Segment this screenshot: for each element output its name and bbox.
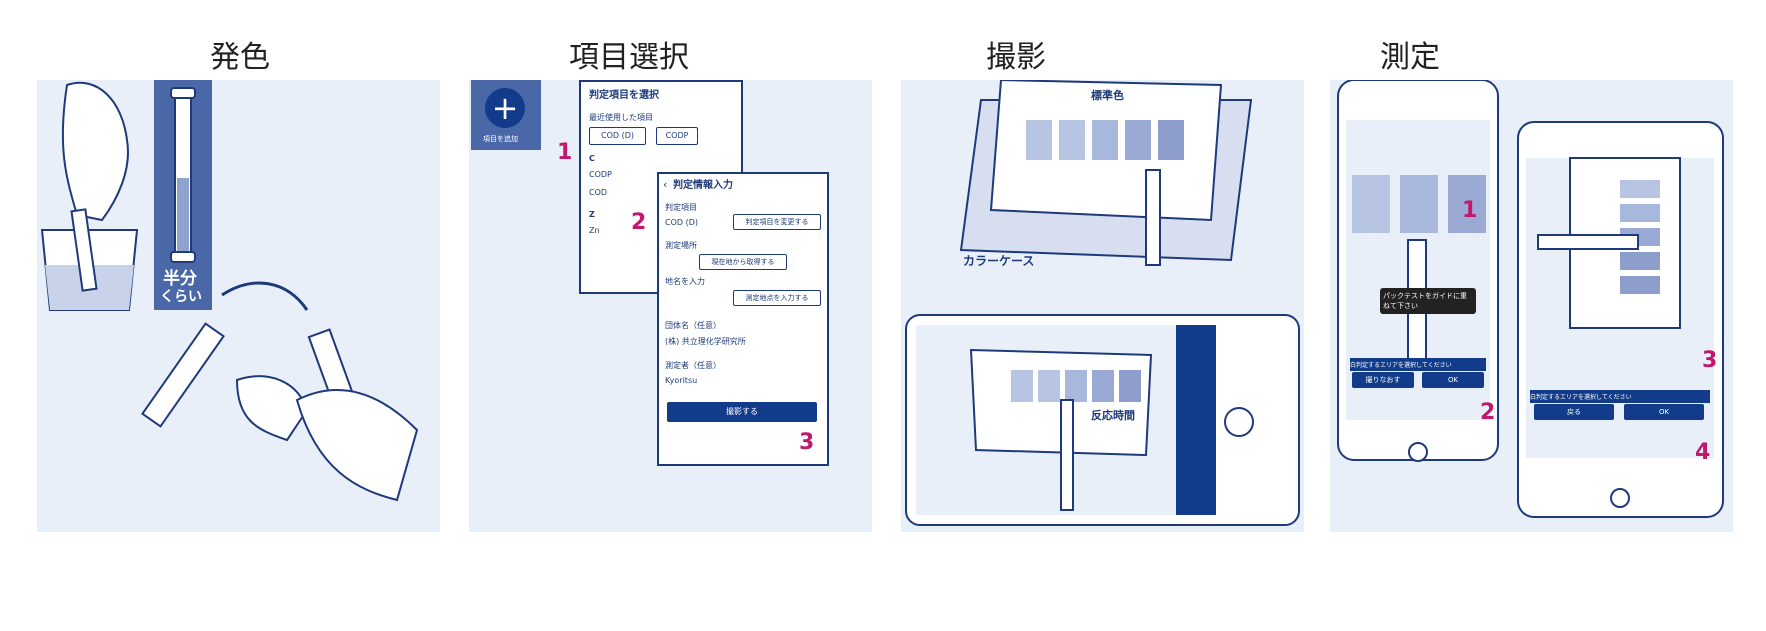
item-cod-d[interactable]: COD (D) — [589, 127, 646, 145]
item-codp[interactable]: CODP — [656, 127, 698, 145]
change-item-button[interactable]: 判定項目を変更する — [733, 214, 821, 230]
info-screen: 判定情報入力 ‹ 判定項目 COD (D) 判定項目を変更する 測定場所 現在地… — [657, 172, 829, 466]
shoot-button[interactable]: 撮影する — [667, 402, 817, 422]
info-person-value: Kyoritsu — [665, 376, 698, 385]
color-case-label: カラーケース — [963, 254, 1035, 268]
get-location-button[interactable]: 現在地から取得する — [699, 254, 787, 270]
panel-measure: パックテストをガイドに重ねて下さい 白判定するエリアを選択してください 撮りなお… — [1330, 80, 1733, 532]
retake-button[interactable]: 撮りなおす — [1352, 372, 1414, 388]
panel-select: + 項目を追加 判定項目を選択 最近使用した項目 COD (D) CODP C … — [469, 80, 872, 532]
item-c-cod[interactable]: COD — [589, 188, 608, 197]
measure-marker-4: 4 — [1695, 440, 1711, 465]
area-prompt-2: 白判定するエリアを選択してください — [1530, 390, 1710, 403]
recent-label: 最近使用した項目 — [589, 113, 653, 122]
shoot-illustration — [905, 80, 1300, 526]
info-item-label: 判定項目 — [665, 203, 697, 212]
panel-color: 半分 くらい — [37, 80, 440, 532]
info-group-label: 団体名（任意） — [665, 321, 721, 330]
group-c: C — [589, 154, 595, 163]
group-z: Z — [589, 210, 595, 219]
step-title-select: 項目選択 — [569, 40, 689, 75]
guide-toast: パックテストをガイドに重ねて下さい — [1380, 288, 1476, 314]
step-title-measure: 測定 — [1380, 40, 1440, 75]
color-illustration — [40, 80, 419, 502]
item-c-codp[interactable]: CODP — [589, 170, 612, 179]
reaction-time-label: 反応時間 — [1091, 409, 1135, 422]
add-tile[interactable]: + 項目を追加 — [471, 80, 541, 150]
back-button[interactable]: 戻る — [1534, 404, 1614, 420]
add-icon[interactable]: + — [485, 88, 525, 128]
info-group-value: (株) 共立理化学研究所 — [665, 337, 746, 346]
step-marker-2: 2 — [631, 210, 647, 235]
info-item-value: COD (D) — [665, 218, 698, 227]
half-label: 半分 — [163, 269, 197, 289]
std-color-label: 標準色 — [1091, 89, 1124, 102]
panel-shoot: 標準色 カラーケース 反応時間 — [901, 80, 1304, 532]
step-title-shoot: 撮影 — [986, 40, 1046, 75]
kurai-label: くらい — [160, 289, 202, 305]
info-place-label: 測定場所 — [665, 241, 697, 250]
add-caption: 項目を追加 — [483, 135, 518, 143]
step-title-color: 発色 — [210, 40, 270, 75]
info-manual: 地名を入力 — [665, 277, 705, 286]
measure-marker-1: 1 — [1462, 198, 1478, 223]
back-chevron-icon[interactable]: ‹ — [663, 178, 668, 191]
measure-marker-3: 3 — [1702, 348, 1718, 373]
item-zn[interactable]: Zn — [589, 226, 600, 235]
measure-marker-2: 2 — [1480, 400, 1496, 425]
area-prompt-1: 白判定するエリアを選択してください — [1350, 358, 1486, 371]
info-title: 判定情報入力 — [673, 180, 733, 191]
ok-button-2[interactable]: OK — [1624, 404, 1704, 420]
step-marker-3: 3 — [799, 430, 815, 455]
input-place-button[interactable]: 測定地点を入力する — [733, 290, 821, 306]
step-marker-1: 1 — [557, 140, 573, 165]
ok-button-1[interactable]: OK — [1422, 372, 1484, 388]
select-title: 判定項目を選択 — [589, 90, 659, 101]
info-person-label: 測定者（任意） — [665, 361, 721, 370]
